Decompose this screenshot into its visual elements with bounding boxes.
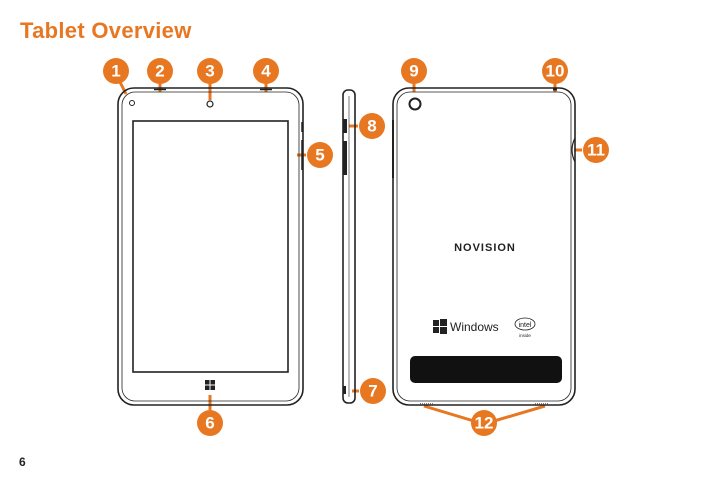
screen [132,120,289,373]
callout-5: 5 [307,142,333,168]
callout-3: 3 [197,58,223,84]
intel-inside-label: inside [519,333,531,338]
tablet-back [392,87,576,406]
page-number: 6 [19,455,26,469]
svg-text:10: 10 [546,62,565,81]
intel-logo-icon [514,317,536,331]
light-sensor-icon [129,100,135,106]
svg-text:12: 12 [475,414,494,433]
callout-12: 12 [471,410,497,436]
callout-2: 2 [147,58,173,84]
svg-text:7: 7 [368,382,377,401]
power-button [343,119,347,133]
volume-button [343,141,347,175]
windows-logo-icon [433,319,447,334]
callout-7: 7 [360,378,386,404]
callout-8: 8 [359,113,385,139]
windows-label: Windows [450,320,499,334]
svg-text:5: 5 [315,146,324,165]
callout-11: 11 [583,137,609,163]
svg-text:2: 2 [155,62,164,81]
front-frame [117,87,304,406]
svg-text:3: 3 [205,62,214,81]
page-title: Tablet Overview [20,18,192,43]
windows-home-icon [205,380,215,390]
svg-text:11: 11 [587,141,605,160]
callout-4: 4 [253,58,279,84]
front-camera-icon [206,100,214,108]
callout-9: 9 [401,58,427,84]
svg-text:8: 8 [367,117,376,136]
callout-6: 6 [197,410,223,436]
callouts: 1 2 3 4 5 6 7 8 9 10 11 12 [103,58,609,436]
svg-text:9: 9 [409,62,418,81]
svg-text:6: 6 [205,414,214,433]
rear-camera-icon [408,97,422,111]
headphone-port [571,137,576,163]
label-area [410,356,562,383]
brand-logo: NOVISION [454,242,516,254]
svg-text:1: 1 [111,62,120,81]
tablet-front [117,87,304,406]
callout-1: 1 [103,58,129,84]
intel-label: intel [519,322,532,329]
tablet-side [342,89,356,404]
callout-10: 10 [542,58,568,84]
svg-text:4: 4 [261,62,271,81]
